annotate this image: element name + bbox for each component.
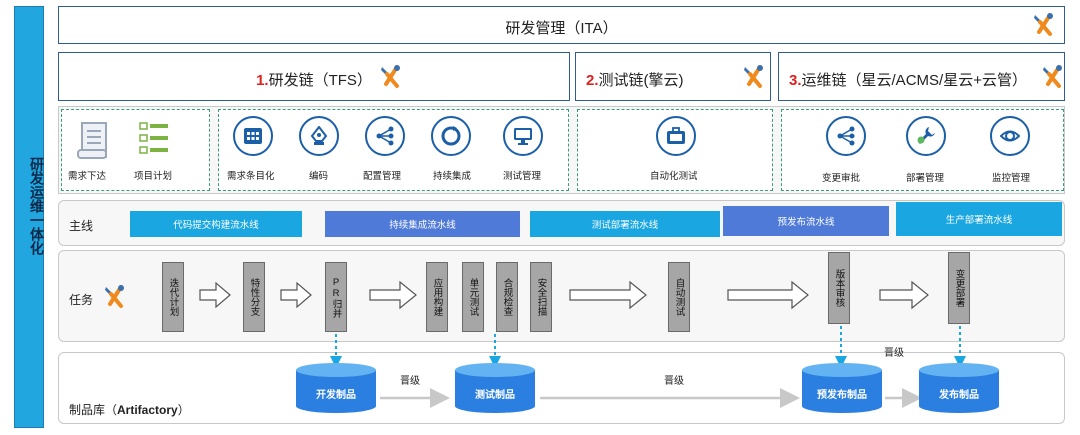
- share-icon: [837, 126, 855, 146]
- task-auto-test: 自动测试: [668, 262, 690, 332]
- tool-test-mgmt-label: 测试管理: [503, 171, 542, 182]
- store-pre-release: 预发布制品: [817, 390, 867, 401]
- pen-nib-icon: [310, 126, 328, 145]
- artifact-label-prefix: 制品库（: [69, 403, 118, 417]
- arrow-4: [569, 280, 647, 310]
- ita-header: 研发管理（ITA）: [58, 6, 1065, 44]
- tool-monitor: [990, 116, 1030, 156]
- pipe-ci: 持续集成流水线: [325, 211, 520, 237]
- chain-ops: 3.运维链（星云/ACMS/星云+云管）: [778, 52, 1065, 101]
- chain-rd-label: 研发链（TFS）: [268, 72, 372, 89]
- artifact-row: 制品库（Artifactory）: [58, 352, 1065, 424]
- tool-ci: [431, 116, 471, 156]
- chain-test-num: 2.: [586, 72, 599, 89]
- pipe-test-deploy: 测试部署流水线: [530, 211, 720, 237]
- tool-req-view-label: 需求条目化: [227, 171, 275, 182]
- cycle-icon: [441, 126, 461, 146]
- task-unit-test: 单元测试: [462, 262, 484, 332]
- chain-rd: 1.研发链（TFS）: [58, 52, 570, 101]
- store-test: 测试制品: [475, 390, 515, 401]
- tool-plan-label: 项目计划: [134, 171, 173, 182]
- pipe-pre-release: 预发布流水线: [723, 206, 889, 236]
- tool-test-mgmt: [503, 116, 543, 156]
- task-security-scan: 安全扫描: [530, 262, 552, 332]
- document-scroll-icon: [77, 122, 107, 159]
- pipe-code-build: 代码提交构建流水线: [130, 211, 302, 237]
- tool-change: [826, 116, 866, 156]
- share-icon: [376, 126, 394, 146]
- tool-auto-test: [656, 116, 696, 156]
- wrench-icon: [105, 285, 124, 308]
- arrow-5: [727, 280, 809, 310]
- cylinder-release-artifact: [919, 363, 999, 413]
- task-app-build: 应用构建: [426, 262, 448, 332]
- arrow-6: [879, 280, 929, 310]
- tool-ci-label: 持续集成: [433, 171, 472, 182]
- wrench-icon: [1034, 13, 1053, 36]
- chain-test-label: 测试链(擎云): [598, 72, 684, 89]
- arrow-3: [369, 280, 417, 310]
- group-requirements: 需求下达 项目计划: [61, 109, 210, 191]
- wrench-icon: [381, 65, 400, 88]
- tool-code: [299, 116, 339, 156]
- promote-label-3: 晋级: [884, 348, 904, 359]
- tool-deploy: [906, 116, 946, 156]
- side-bar: 研发运维一体化: [14, 6, 45, 428]
- chain-ops-num: 3.: [789, 72, 802, 89]
- promote-label-1: 晋级: [400, 376, 420, 387]
- wrench-icon: [1043, 65, 1062, 88]
- tool-req-view: [233, 116, 273, 156]
- artifact-label: 制品库（Artifactory）: [69, 401, 190, 418]
- artifact-label-suffix: ）: [177, 403, 190, 417]
- mainline-label: 主线: [69, 219, 94, 233]
- store-dev: 开发制品: [316, 390, 356, 401]
- task-label: 任务: [69, 293, 94, 307]
- group-ops-tools: 变更审批 部署管理 监控管理: [781, 109, 1064, 191]
- tool-config: [365, 116, 405, 156]
- chain-ops-label: 运维链（星云/ACMS/星云+云管）: [801, 72, 1027, 89]
- grid-icon: [244, 128, 262, 144]
- tool-req-label: 需求下达: [68, 171, 107, 182]
- briefcase-icon: [667, 127, 685, 144]
- tool-auto-test-label: 自动化测试: [650, 171, 698, 182]
- checklist-icon: [139, 122, 168, 154]
- ita-title: 研发管理（ITA）: [505, 20, 618, 37]
- artifact-label-bold: Artifactory: [117, 403, 178, 417]
- chain-rd-num: 1.: [256, 72, 269, 89]
- tool-config-label: 配置管理: [363, 171, 402, 182]
- task-feature-branch: 特性分支: [243, 262, 265, 332]
- store-release: 发布制品: [939, 390, 979, 401]
- tool-change-label: 变更审批: [822, 173, 861, 184]
- task-iteration-plan: 迭代计划: [162, 262, 184, 332]
- tool-monitor-label: 监控管理: [992, 173, 1031, 184]
- task-version-review: 版本审核: [828, 252, 850, 324]
- arrow-1: [199, 281, 231, 309]
- pipe-prod-deploy: 生产部署流水线: [896, 202, 1062, 236]
- chain-test: 2.测试链(擎云): [575, 52, 771, 101]
- tool-code-label: 编码: [309, 171, 329, 182]
- arrow-2: [280, 281, 312, 309]
- monitor-icon: [514, 128, 532, 145]
- group-test-tools: 自动化测试: [577, 109, 773, 191]
- cylinder-test-artifact: [455, 363, 535, 413]
- task-change-deploy: 变更部署: [948, 252, 970, 324]
- wrench-icon: [744, 65, 763, 88]
- group-dev-tools: 需求条目化 编码 配置管理 持续集成 测试管理: [218, 109, 569, 191]
- task-compliance-check: 合规检查: [496, 262, 518, 332]
- side-label: 研发运维一体化: [29, 157, 45, 255]
- cylinder-dev-artifact: [296, 363, 376, 413]
- task-pr-merge: PR归并: [325, 262, 347, 332]
- eye-icon: [1000, 130, 1020, 142]
- cylinder-pre-artifact: [802, 363, 882, 413]
- wrench-gear-icon: [917, 127, 935, 144]
- promote-label-2: 晋级: [664, 376, 684, 387]
- tool-deploy-label: 部署管理: [906, 173, 945, 184]
